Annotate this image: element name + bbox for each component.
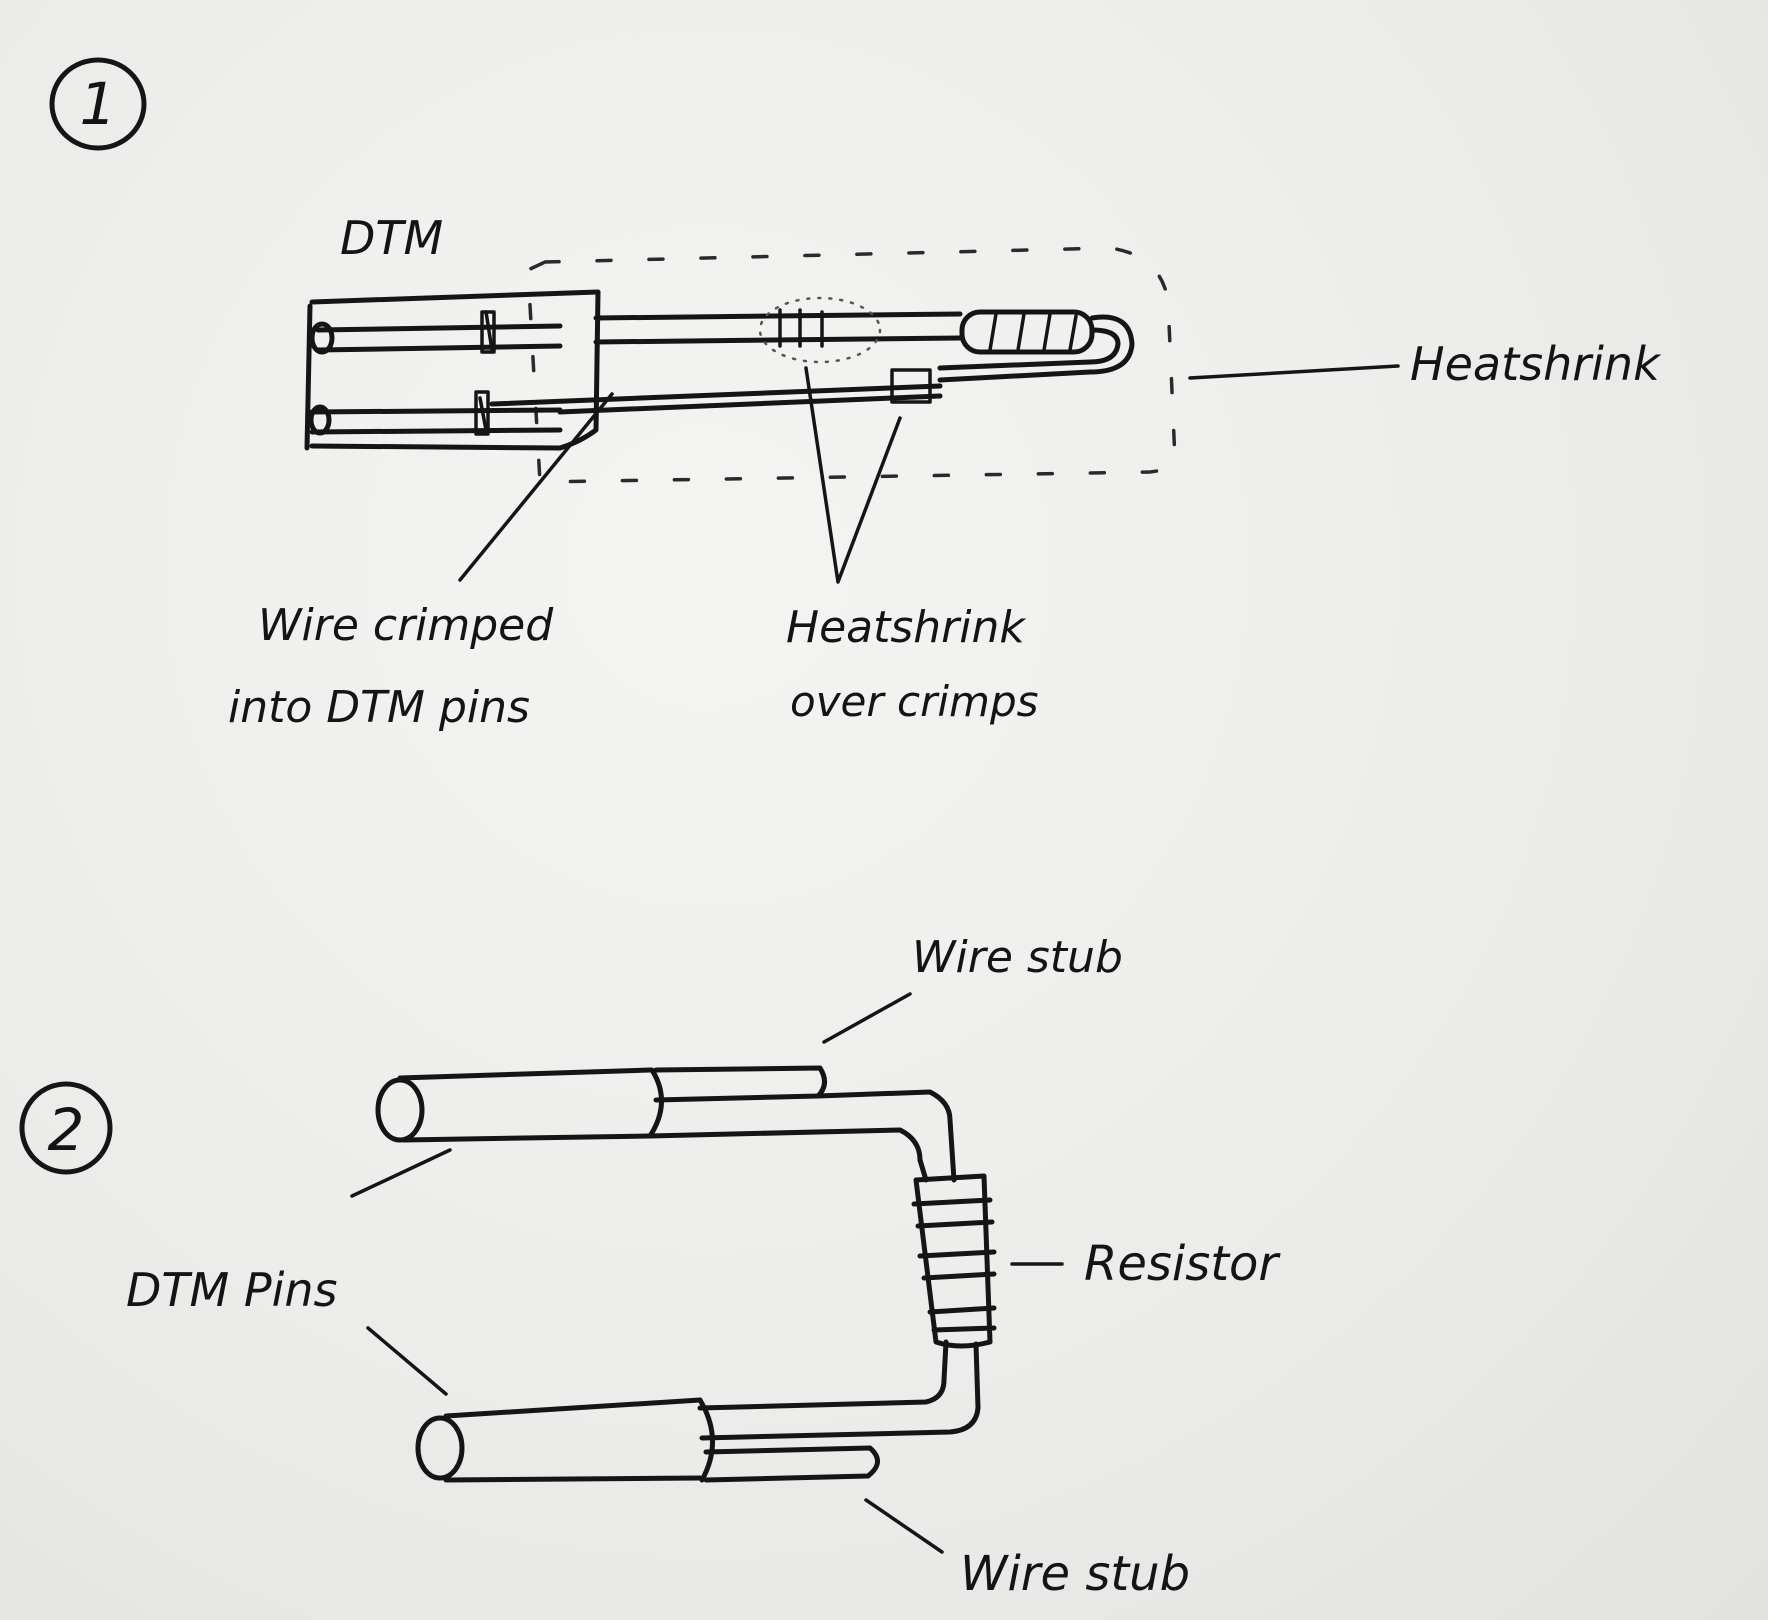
resistor	[911, 1173, 997, 1349]
label-wire-crimped-2: into DTM pins	[228, 682, 530, 733]
label-heatshrink-crimps-1: Heatshrink	[786, 602, 1026, 653]
wire-bottom-lower	[557, 393, 943, 415]
outer-heatshrink-outline	[526, 246, 1177, 484]
leader-wire-stub-bottom	[864, 1498, 944, 1554]
wire-to-resistor-outer	[815, 1089, 957, 1183]
pin-top-end	[309, 321, 335, 355]
dtm-connector	[304, 289, 601, 451]
pin-bottom-end	[308, 404, 332, 436]
wire-bottom	[489, 383, 943, 407]
label-dtm: DTM	[340, 211, 443, 265]
label-dtm-pins: DTM Pins	[126, 1263, 337, 1317]
step-2-circle	[19, 1081, 113, 1175]
step-1-circle	[49, 57, 147, 151]
leader-dtm-pins-bottom	[366, 1326, 448, 1396]
label-resistor: Resistor	[1084, 1236, 1281, 1292]
wire-stub-bottom	[703, 1445, 880, 1483]
wire-from-resistor-outer	[697, 1339, 949, 1411]
dtm-pin-bottom	[415, 1397, 715, 1483]
wire-top	[593, 311, 963, 321]
leader-dtm-pins-top	[350, 1148, 452, 1198]
dtm-pin-top	[375, 1067, 664, 1143]
leader-wire-stub-top	[822, 992, 912, 1044]
leader-heatshrink-crimps	[804, 366, 902, 584]
crimp-sleeve	[890, 368, 932, 404]
wire-from-resistor-inner	[699, 1341, 981, 1441]
leader-heatshrink	[1188, 364, 1400, 380]
step-2-diagram: 2	[19, 932, 1281, 1602]
wire-top-lower	[593, 335, 963, 345]
label-wire-crimped-1: Wire crimped	[258, 600, 554, 651]
label-heatshrink: Heatshrink	[1410, 337, 1662, 391]
step-1-diagram: 1 DTM	[49, 57, 1662, 733]
wire-stub-top	[653, 1065, 827, 1103]
crimp-marks	[778, 308, 824, 348]
label-heatshrink-crimps-2: over crimps	[790, 677, 1039, 726]
label-wire-stub-bottom: Wire stub	[960, 1546, 1190, 1602]
step-1-resistor	[937, 309, 1135, 383]
step-2-number: 2	[48, 1096, 85, 1164]
inner-heatshrink-outline	[758, 296, 882, 364]
step-1-number: 1	[80, 70, 117, 138]
wire-to-resistor-inner	[647, 1127, 929, 1183]
label-wire-stub-top: Wire stub	[912, 932, 1123, 983]
leader-wire-crimped	[458, 392, 614, 582]
